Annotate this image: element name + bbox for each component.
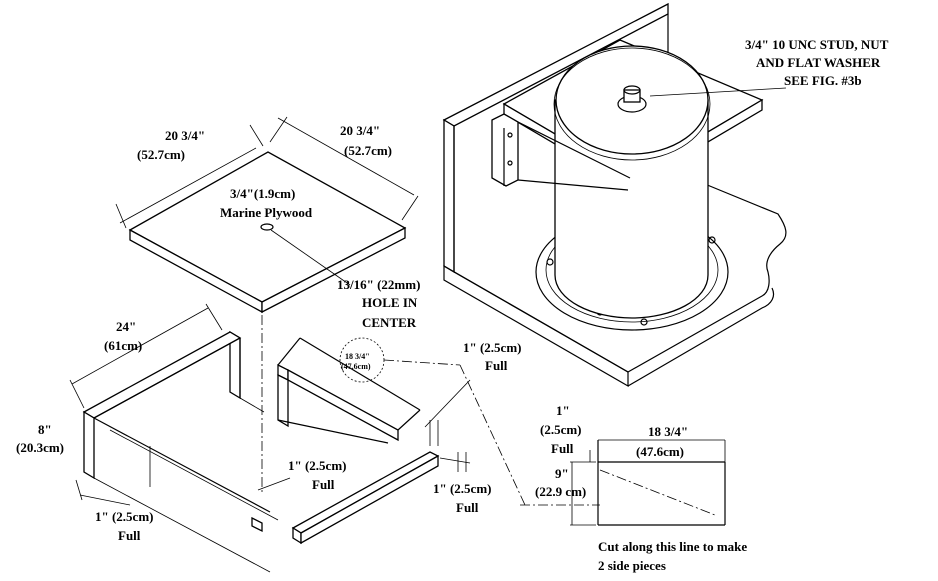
full-mid-word: Full	[312, 477, 335, 492]
center-hole	[260, 223, 274, 231]
full-right-low-word: Full	[456, 500, 479, 515]
leader-full-bottom	[79, 494, 131, 506]
top-right-dim-metric: (52.7cm)	[344, 143, 392, 158]
full-top-right-word: Full	[485, 358, 508, 373]
leader-full-top	[424, 379, 471, 428]
full-top-right: 1" (2.5cm)	[463, 340, 521, 355]
circle-dim-metric: (47.6cm)	[341, 362, 371, 371]
full-right-low: 1" (2.5cm)	[433, 481, 491, 496]
height: 8"	[38, 422, 52, 437]
assembled-view	[442, 2, 787, 388]
top-left-dim-metric: (52.7cm)	[137, 147, 185, 162]
base-length-metric: (61cm)	[104, 338, 142, 353]
height-metric: (20.3cm)	[16, 440, 64, 455]
side-metric: (2.5cm)	[540, 422, 582, 437]
labels: 20 3/4" (52.7cm) 20 3/4" (52.7cm) 3/4"(1…	[16, 37, 889, 573]
leader-full-right	[439, 457, 471, 464]
base-length: 24"	[116, 319, 136, 334]
top-board-dimensions	[115, 116, 419, 229]
side-height: 9"	[555, 466, 569, 481]
cut-line2: 2 side pieces	[598, 558, 666, 573]
cut-line	[599, 469, 716, 516]
side-one-inch: 1"	[556, 403, 570, 418]
hole-line1: HOLE IN	[362, 295, 418, 310]
base-assembly	[82, 330, 440, 573]
side-piece-drawing	[520, 439, 726, 526]
full-bottom-left-word: Full	[118, 528, 141, 543]
top-right-dim: 20 3/4"	[340, 123, 380, 138]
side-width-metric: (47.6cm)	[636, 444, 684, 459]
base-length-dimension	[69, 303, 223, 409]
circle-leader-2	[459, 364, 526, 506]
circle-leader	[383, 359, 461, 366]
full-bottom-left: 1" (2.5cm)	[95, 509, 153, 524]
leader-full-mid	[257, 477, 291, 491]
stud-line1: 3/4" 10 UNC STUD, NUT	[745, 37, 889, 52]
side-width: 18 3/4"	[648, 424, 688, 439]
cut-line1: Cut along this line to make	[598, 539, 747, 554]
full-mid: 1" (2.5cm)	[288, 458, 346, 473]
hole-leader	[270, 229, 351, 286]
hole-line2: CENTER	[362, 315, 417, 330]
top-left-dim: 20 3/4"	[165, 128, 205, 143]
stud-line2: AND FLAT WASHER	[756, 55, 881, 70]
side-height-metric: (22.9 cm)	[535, 484, 586, 499]
plywood-thickness: 3/4"(1.9cm)	[230, 186, 295, 201]
plywood-top-board	[128, 151, 407, 314]
stud-line3: SEE FIG. #3b	[784, 73, 862, 88]
circle-dim: 18 3/4"	[345, 352, 370, 361]
plywood-material: Marine Plywood	[220, 205, 313, 220]
hole-size: 13/16" (22mm)	[337, 277, 420, 292]
side-full: Full	[551, 441, 574, 456]
